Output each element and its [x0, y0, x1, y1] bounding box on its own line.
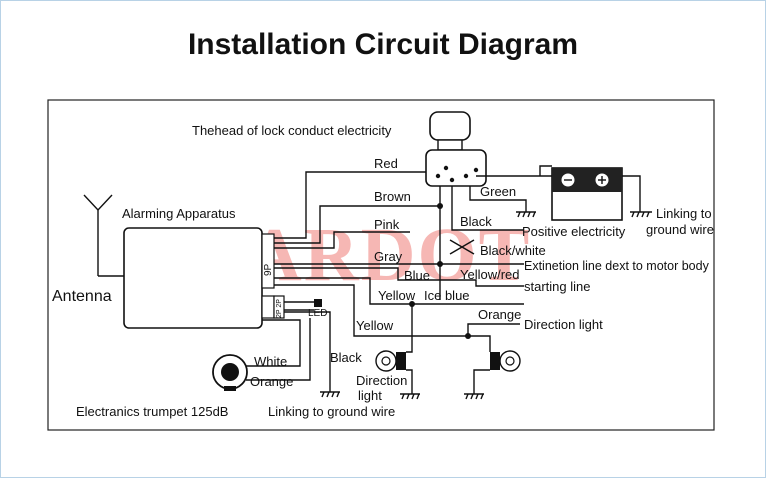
wire-label-ice-blue: Ice blue: [424, 288, 470, 303]
harness-wires: [274, 171, 524, 392]
direction-light-label-b: light: [358, 388, 382, 403]
connector-2p-label: 2P 2P: [276, 299, 283, 318]
direction-light-icon: [490, 350, 521, 372]
ground-icon: [400, 393, 420, 400]
alarming-apparatus-box: [123, 227, 263, 329]
wire-label-black-2: Black: [330, 350, 362, 365]
connector-9p-label: 9P: [263, 263, 274, 276]
direction-light-icon: [375, 350, 406, 372]
trumpet-label: Electranics trumpet 125dB: [76, 404, 228, 419]
ground-icon: [320, 391, 340, 398]
connector-2p-b: [273, 295, 285, 319]
junction-dot: [437, 203, 443, 209]
wire-label-orange: Orange: [478, 307, 521, 322]
diagram-border: [47, 99, 715, 431]
trumpet-icon: [212, 354, 248, 391]
alarming-apparatus-label: Alarming Apparatus: [122, 206, 236, 221]
wire-label-red: Red: [374, 156, 398, 171]
linking-ground-label-1: Linking to: [656, 206, 712, 221]
wire-label-gray: Gray: [374, 249, 403, 264]
connector-2p: [261, 295, 275, 319]
wire-label-white: White: [254, 354, 287, 369]
lock-wires: [439, 175, 552, 300]
extinetion-line-label: Extinetion line dext to motor body: [524, 259, 710, 273]
direction-light-label: Direction light: [524, 317, 603, 332]
connector-9p: [261, 233, 275, 289]
lock-head-icon: [425, 111, 487, 187]
ground-icon: [516, 211, 536, 218]
starting-line-label: starting line: [524, 279, 590, 294]
wire-label-black: Black: [460, 214, 492, 229]
led-label: LED: [308, 308, 327, 319]
direction-light-label-a: Direction: [356, 373, 407, 388]
wire-label-orange-2: Orange: [250, 374, 293, 389]
wire-label-blue: Blue: [404, 268, 430, 283]
linking-ground-bottom-label: Linking to ground wire: [268, 404, 395, 419]
junction-dot: [437, 261, 443, 267]
ground-icon: [464, 393, 484, 400]
wire-label-pink: Pink: [374, 217, 400, 232]
lock-head-label: Thehead of lock conduct electricity: [192, 123, 392, 138]
wire-label-green: Green: [480, 184, 516, 199]
led-icon: [314, 299, 322, 307]
wire-label-brown: Brown: [374, 189, 411, 204]
battery-icon: [551, 167, 623, 221]
positive-electricity-label: Positive electricity: [522, 224, 626, 239]
wire-label-yellow-2: Yellow: [356, 318, 394, 333]
antenna-icon: [83, 194, 126, 277]
ground-icon: [630, 211, 652, 218]
page-title: Installation Circuit Diagram: [187, 28, 579, 61]
wire-label-yellow-red: Yellow/red: [460, 267, 520, 282]
wire-label-yellow: Yellow: [378, 288, 416, 303]
linking-ground-label-2: ground wire: [646, 222, 714, 237]
antenna-label: Antenna: [52, 288, 112, 305]
wire-label-black-white: Black/white: [480, 243, 546, 258]
